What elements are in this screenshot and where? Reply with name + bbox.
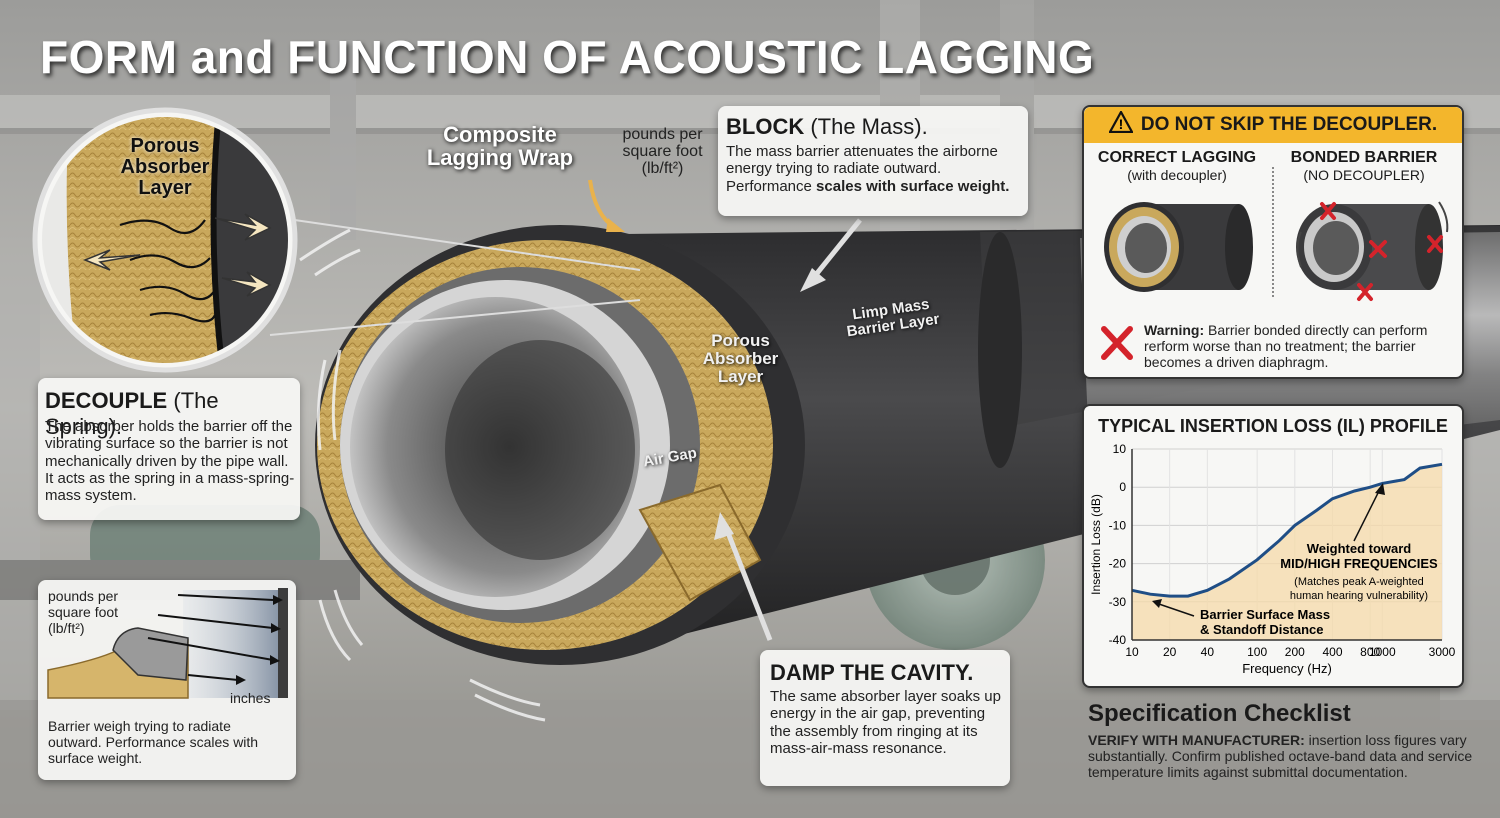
- spec-text: VERIFY WITH MANUFACTURER: insertion loss…: [1088, 732, 1488, 780]
- y-tick-label: -20: [1109, 557, 1127, 571]
- annotation-arrow-2: [1155, 602, 1195, 617]
- mass-mini-diagram: pounds per square foot (lb/ft²) inches B…: [38, 580, 296, 780]
- il-series-line: [1131, 462, 1443, 598]
- damp-text: The same absorber layer soaks up energy …: [770, 688, 1001, 757]
- annotation-mid-high: MID/HIGH FREQUENCIES: [1280, 556, 1438, 571]
- composite-wrap-label: Composite Lagging Wrap: [426, 122, 574, 171]
- decouple-heading-rest: (The Spring).: [45, 388, 219, 439]
- warning-body: Barrier bonded directly can perform rerf…: [1144, 322, 1428, 371]
- bonded-sub: (NO DECOUPLER): [1303, 167, 1425, 183]
- decouple-text: The absorber holds the barrier off the v…: [45, 418, 295, 504]
- y-tick-label: 0: [1119, 480, 1126, 494]
- block-heading-bold: BLOCK: [726, 114, 805, 139]
- spec-checklist: Specification Checklist VERIFY WITH MANU…: [1088, 700, 1488, 780]
- block-callout: BLOCK (The Mass). The mass barrier atten…: [718, 106, 1028, 216]
- y-axis-label: Insertion Loss (dB): [1089, 494, 1103, 595]
- annotation-mid-high-sub: (Matches peak A-weighted: [1294, 576, 1424, 588]
- block-text-main: The mass barrier attenuates the airborne…: [726, 143, 998, 195]
- decouple-heading-bold: DECOUPLE: [45, 388, 168, 413]
- warning-header-text: DO NOT SKIP THE DECOUPLER.: [1140, 114, 1438, 135]
- y-tick-label: -30: [1109, 595, 1127, 609]
- x-tick-label: 400: [1322, 645, 1342, 659]
- damp-callout: DAMP THE CAVITY. The same absorber layer…: [760, 650, 1010, 786]
- x-tick-label: 10: [1125, 645, 1139, 659]
- y-tick-label: -40: [1109, 633, 1127, 647]
- block-heading: BLOCK (The Mass).: [726, 114, 928, 140]
- x-tick-label: 20: [1163, 645, 1177, 659]
- warning-text: Warning: Barrier bonded directly can per…: [1144, 322, 1454, 370]
- bonded-title: BONDED BARRIER: [1290, 149, 1438, 166]
- mini-diagram-graphic: [47, 588, 288, 699]
- annotation-barrier-mass: Barrier Surface Mass: [1200, 607, 1330, 622]
- annotation-mid-high: Weighted toward: [1307, 541, 1412, 556]
- damp-heading: DAMP THE CAVITY.: [770, 660, 974, 685]
- block-text-bold: scales with surface weight.: [816, 177, 1010, 195]
- decouple-heading: DECOUPLE (The Spring).: [45, 388, 300, 440]
- spec-title: Specification Checklist: [1088, 700, 1351, 727]
- annotation-barrier-mass: & Standoff Distance: [1200, 622, 1324, 637]
- annotation-mid-high-sub: human hearing vulnerability): [1290, 590, 1428, 602]
- bonded-barrier-column: BONDED BARRIER (NO DECOUPLER): [1274, 149, 1454, 183]
- svg-text:!: !: [1119, 116, 1124, 132]
- annotation-arrow: [1353, 488, 1381, 542]
- x-tick-label: 800: [1360, 645, 1380, 659]
- pounds-note-label: pounds per square foot (lb/ft²): [622, 126, 703, 177]
- correct-sub: (with decoupler): [1127, 167, 1227, 183]
- x-axis-label: Frequency (Hz): [1242, 661, 1332, 676]
- x-tick-label: 1000: [1369, 645, 1396, 659]
- block-text: The mass barrier attenuates the airborne…: [726, 143, 1026, 195]
- porous-absorber-circle-label: Porous Absorber Layer: [120, 135, 210, 199]
- red-x-icon: [1101, 326, 1133, 360]
- warning-triangle-icon: !: [1107, 109, 1134, 139]
- correct-lagging-column: CORRECT LAGGING (with decoupler): [1092, 149, 1262, 183]
- decouple-callout: DECOUPLE (The Spring). The absorber hold…: [38, 378, 300, 520]
- y-tick-label: -10: [1109, 518, 1127, 532]
- warning-bold: Warning:: [1144, 322, 1205, 338]
- page-title: FORM and FUNCTION OF ACOUSTIC LAGGING: [40, 31, 1095, 83]
- porous-absorber-pipe-label: Porous Absorber Layer: [702, 331, 779, 386]
- mini-pounds-label: pounds per square foot (lb/ft²): [48, 588, 119, 637]
- chart-title: TYPICAL INSERTION LOSS (IL) PROFILE: [1098, 416, 1448, 436]
- decoupler-warning-panel: ! DO NOT SKIP THE DECOUPLER. CORRECT LAG…: [1082, 105, 1464, 379]
- x-tick-label: 40: [1201, 645, 1215, 659]
- column-divider: [1272, 167, 1274, 297]
- y-tick-label: 10: [1113, 442, 1127, 456]
- bonded-barrier-image: [1296, 201, 1449, 301]
- annotation-arrowhead: [1375, 483, 1385, 495]
- il-area-fill: [1132, 464, 1442, 640]
- x-tick-label: 3000: [1429, 645, 1456, 659]
- spec-bold: VERIFY WITH MANUFACTURER:: [1088, 732, 1305, 748]
- warning-header: ! DO NOT SKIP THE DECOUPLER.: [1084, 107, 1462, 143]
- block-heading-rest: (The Mass).: [804, 114, 928, 139]
- correct-lagging-image: [1104, 202, 1253, 292]
- correct-title: CORRECT LAGGING: [1097, 149, 1257, 166]
- mini-caption: Barrier weigh trying to radiate outward.…: [48, 718, 259, 767]
- spec-body: insertion loss figures vary substantiall…: [1088, 732, 1473, 781]
- annotation-arrowhead-2: [1152, 599, 1162, 608]
- mini-inches-label: inches: [230, 690, 271, 706]
- x-tick-label: 200: [1285, 645, 1305, 659]
- x-tick-label: 100: [1247, 645, 1267, 659]
